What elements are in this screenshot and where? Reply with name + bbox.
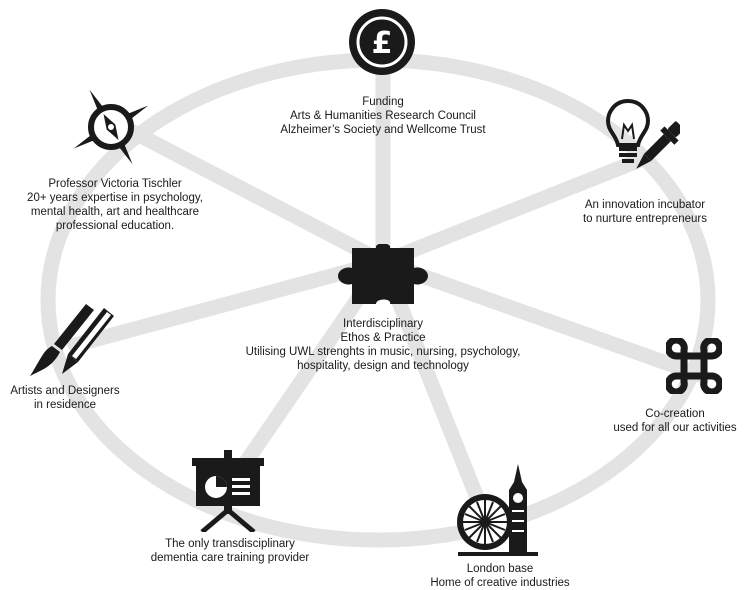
spoke-cocreation bbox=[375, 254, 708, 383]
funding-label: Funding Arts & Humanities Research Counc… bbox=[280, 96, 486, 136]
innovation-label: An innovation incubator to nurture entre… bbox=[582, 199, 708, 225]
hub-label: Interdisciplinary Ethos & Practice Utili… bbox=[245, 318, 521, 372]
spoke-artists bbox=[67, 254, 391, 353]
compass-icon bbox=[73, 89, 149, 165]
spoke-professor bbox=[102, 112, 391, 270]
training-label: The only transdisciplinary dementia care… bbox=[150, 538, 310, 564]
london-eye-big-ben-icon bbox=[457, 464, 538, 556]
spoke-london bbox=[375, 254, 498, 538]
paintbrush-pencil-icon bbox=[30, 304, 114, 376]
artists-label: Artists and Designers in residence bbox=[10, 385, 120, 411]
puzzle-piece-icon bbox=[338, 244, 428, 304]
spoke-innovation bbox=[375, 152, 648, 270]
lightbulb-pipette-icon bbox=[605, 98, 680, 169]
pound-coin-icon: £ bbox=[349, 9, 415, 75]
professor-label: Professor Victoria Tischler 20+ years ex… bbox=[27, 178, 203, 232]
svg-text:£: £ bbox=[372, 26, 393, 61]
cocreation-label: Co-creation used for all our activities bbox=[613, 408, 737, 434]
presentation-board-icon bbox=[192, 450, 264, 532]
london-label: London base Home of creative industries bbox=[430, 563, 570, 589]
command-key-icon bbox=[666, 338, 722, 394]
